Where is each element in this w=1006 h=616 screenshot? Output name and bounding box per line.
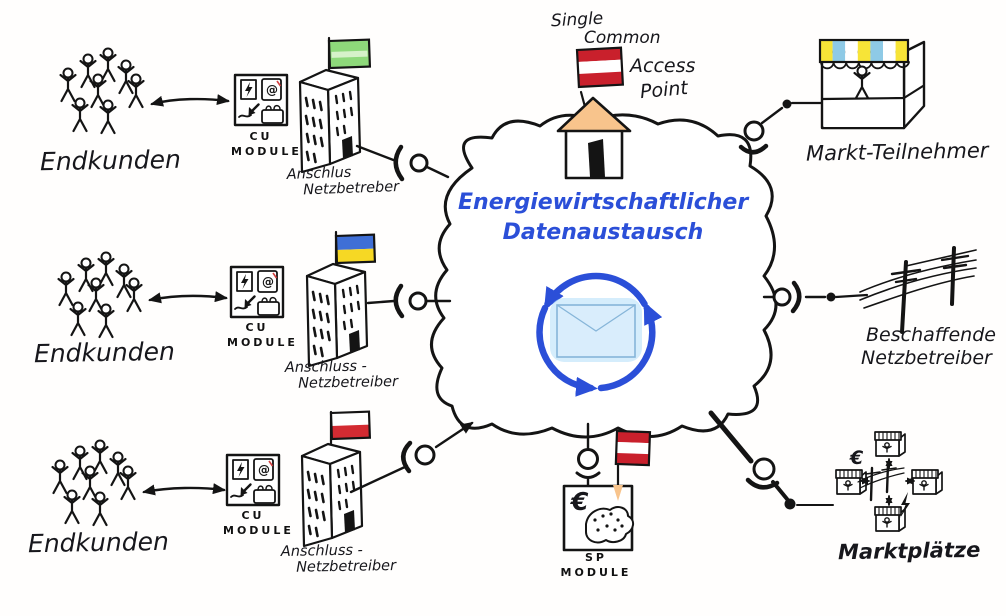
- anschluss-label-3: Anschluss - Netzbetreiber: [280, 542, 397, 576]
- euro-symbol-market: €: [850, 447, 864, 469]
- cloud-title-line2: Datenaustausch: [502, 219, 704, 245]
- endkunden-group-2: [57, 251, 143, 339]
- markt-teilnehmer-label: Markt-Teilnehmer: [805, 138, 989, 166]
- marketplaces-cluster: [835, 431, 943, 532]
- house-door: [588, 139, 605, 177]
- flag-green: [327, 38, 372, 70]
- access-point-label-access: Access: [630, 55, 696, 77]
- anschluss-label-2: Anschluss - Netzbetreiber: [284, 358, 399, 392]
- access-point-label-point: Point: [639, 76, 689, 104]
- plug-connector-right: [762, 280, 869, 314]
- austria-flag-sp: [614, 429, 652, 467]
- anschluss-label-1: Anschlus Netzbetreber: [286, 164, 400, 199]
- plug-connector-bottom: [575, 422, 601, 488]
- cycle-arrows-icon: [536, 272, 663, 397]
- coin-blob-dots: [593, 512, 624, 532]
- access-point-label-common: Common: [584, 28, 661, 48]
- beschaffende-label: Beschaffende Netzbetreiber: [861, 324, 996, 369]
- plug-connector-left-1: [355, 144, 450, 182]
- austria-flag-top: [575, 46, 625, 89]
- cu-module-box-1: [233, 73, 289, 127]
- endkunden-cu-arrow-2: [148, 291, 228, 304]
- cu-module-box-2: [229, 265, 285, 319]
- lightning-icon: [900, 492, 910, 518]
- endkunden-label-3: Endkunden: [27, 526, 170, 559]
- sp-module-box: [562, 429, 652, 552]
- euro-symbol-sp: €: [571, 487, 589, 516]
- power-lines-icon: [859, 246, 977, 334]
- flame-icon: [613, 485, 623, 501]
- cu-module-label-3: CU MODULE: [223, 509, 294, 537]
- endkunden-label-1: Endkunden: [39, 144, 182, 177]
- house-roof: [556, 96, 632, 133]
- endkunden-group-3: [51, 439, 137, 527]
- plug-connector-left-3: [349, 421, 474, 494]
- plug-connector-bottomright: [708, 410, 834, 510]
- coin-blob-icon: [585, 506, 634, 544]
- endkunden-label-2: Endkunden: [33, 336, 176, 369]
- plug-connector-left-2: [366, 283, 452, 319]
- flag-ukraine: [334, 233, 377, 265]
- market-stall-icon: [818, 38, 926, 130]
- cloud-title: Energiewirtschaftlicher Datenaustausch: [458, 191, 748, 245]
- endkunden-cu-arrow-3: [142, 483, 226, 496]
- cu-module-box-3: [225, 453, 281, 507]
- marktplaetze-label: Marktplätze: [837, 537, 981, 565]
- cu-module-label-2: CU MODULE: [227, 321, 298, 349]
- cu-module-label-1: CU MODULE: [231, 130, 302, 158]
- stall-awning: [818, 38, 910, 70]
- endkunden-cu-arrow-1: [150, 94, 230, 107]
- house-icon: [556, 46, 632, 180]
- envelope-icon: [550, 298, 642, 362]
- cloud-title-line1: Energiewirtschaftlicher: [458, 190, 749, 215]
- flag-poland: [329, 410, 372, 441]
- plug-connector-topright: [738, 99, 823, 155]
- sp-module-label: SP MODULE: [560, 551, 632, 579]
- endkunden-group-1: [59, 47, 145, 135]
